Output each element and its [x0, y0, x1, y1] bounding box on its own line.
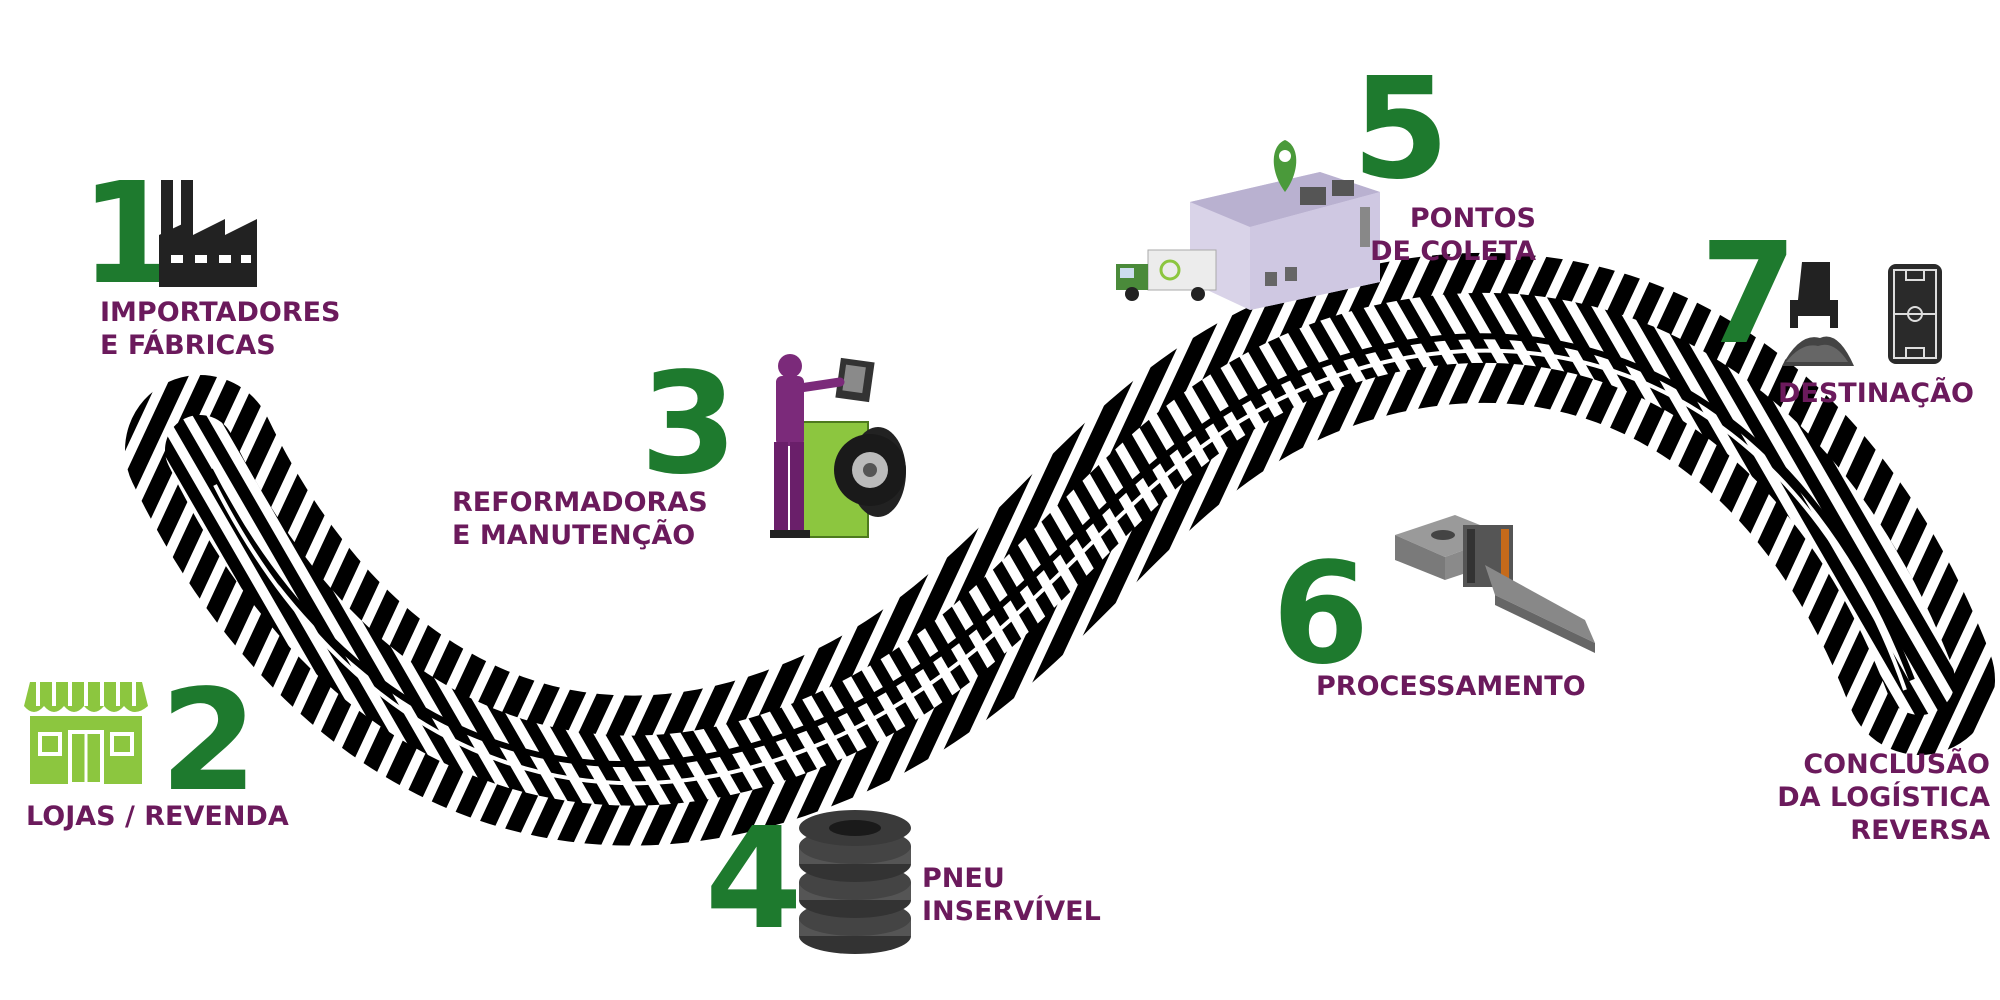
store-icon — [24, 682, 148, 786]
step-2-label: LOJAS / REVENDA — [26, 801, 289, 832]
step-7-number: 7 — [1700, 213, 1798, 376]
step-6-number: 6 — [1272, 533, 1370, 696]
tire-mechanic-icon — [770, 354, 906, 538]
step-6-label: PROCESSAMENTO — [1316, 671, 1586, 702]
step-3-number: 3 — [640, 343, 738, 506]
factory-icon — [159, 180, 257, 287]
step-5-label: PONTOS DE COLETA — [1370, 203, 1536, 267]
destination-products-icon — [1782, 262, 1942, 366]
step-2-number: 2 — [160, 660, 258, 823]
collection-warehouse-icon — [1116, 140, 1380, 310]
conclusion-label: CONCLUSÃO DA LOGÍSTICA REVERSA — [1777, 749, 1990, 846]
tire-stack-icon — [799, 810, 911, 954]
shredder-machine-icon — [1395, 515, 1595, 653]
step-4-number: 4 — [705, 798, 803, 961]
step-7-label: DESTINAÇÃO — [1778, 378, 1974, 409]
step-4-label: PNEU INSERVÍVEL — [922, 863, 1101, 927]
step-1-label: IMPORTADORES E FÁBRICAS — [100, 297, 341, 361]
step-5-number: 5 — [1352, 48, 1450, 211]
step-3-label: REFORMADORAS E MANUTENÇÃO — [452, 487, 708, 551]
